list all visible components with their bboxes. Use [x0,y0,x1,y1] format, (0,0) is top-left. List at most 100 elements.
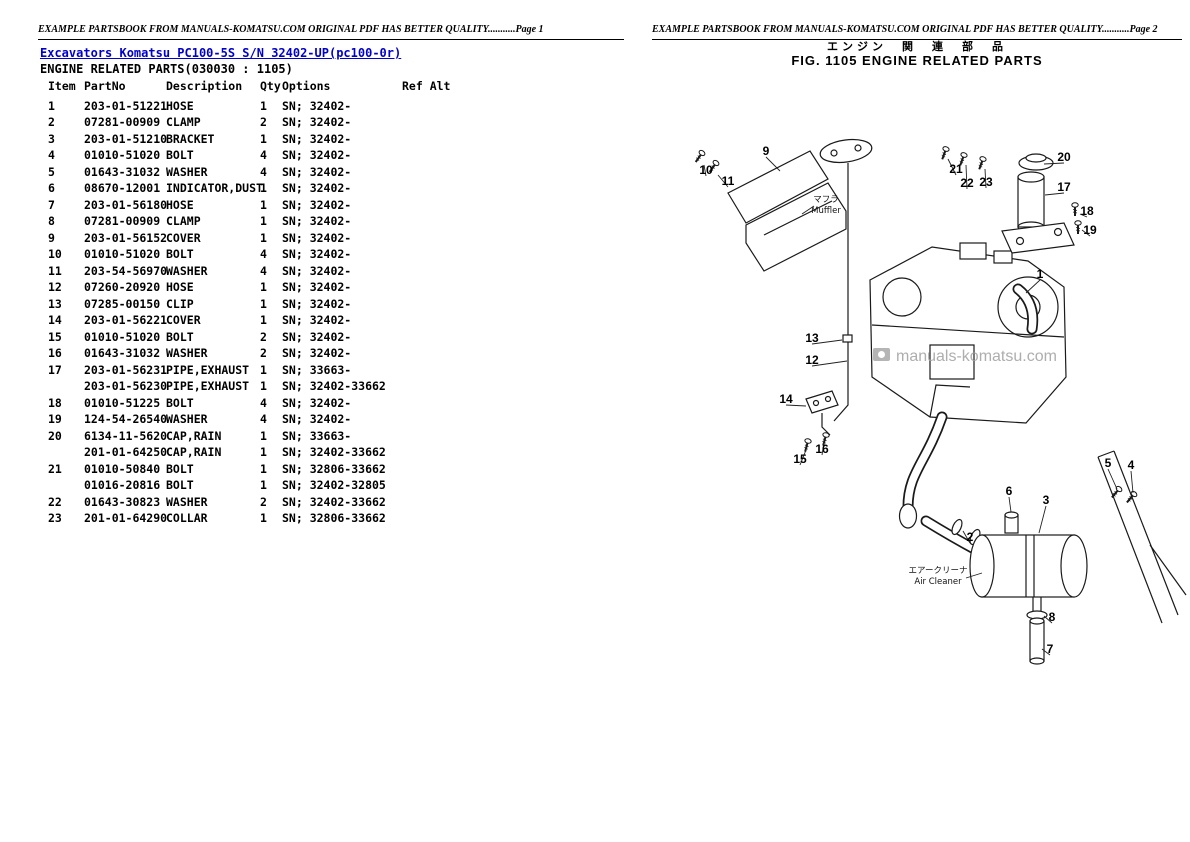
table-cell: BOLT [166,461,194,476]
table-cell: 17 [48,362,62,377]
table-cell: SN; 32402- [282,230,352,245]
table-cell: 07260-20920 [84,280,161,294]
table-cell: 4 [260,247,267,261]
callout-leader [1008,496,1012,513]
table-cell [402,396,462,413]
table-cell: SN; 32402-32805 [282,478,386,492]
table-cell [402,478,462,495]
callout-number: 21 [949,162,963,176]
table-cell: 07281-00909 [84,115,161,129]
column-header: PartNo [84,79,126,93]
callout-number: 1 [1037,267,1044,281]
table-cell: 01016-20816 [84,478,161,492]
table-cell: 1 [260,313,267,327]
table-cell: 1 [260,445,267,459]
table-cell [402,280,462,297]
table-cell: SN; 32402- [282,214,352,228]
table-cell: BRACKET [166,131,215,146]
table-cell: 01010-51225 [84,395,161,410]
table-cell: WASHER [166,412,208,426]
table-cell: SN; 32402- [282,181,352,195]
table-cell: CLIP [166,296,194,311]
table-cell: SN; 32402- [282,247,352,261]
table-cell: 203-01-56180 [84,197,168,212]
table-cell: 23 [48,511,62,525]
callout-leader [1044,192,1065,196]
callout-leader [984,168,987,189]
table-cell: BOLT [166,478,194,492]
table-cell: BOLT [166,329,194,344]
table-cell [402,462,462,479]
callout-leader [1025,279,1041,294]
callout-number: 18 [1080,204,1094,218]
callout-number: 20 [1057,150,1071,164]
air-cleaner [969,534,1088,598]
callout-leader [1079,213,1088,218]
table-cell: 1 [260,511,267,525]
table-cell: 203-01-51210 [84,131,168,146]
callout-leader [1043,162,1065,165]
table-cell [402,247,462,264]
callout-number: 9 [763,144,770,158]
table-cell [402,99,462,116]
table-cell [402,297,462,314]
table-cell: 203-01-56221 [84,313,168,327]
table-cell: 12 [48,280,62,294]
table-cell: 1 [260,280,267,294]
table-cell: PIPE,EXHAUST [166,362,250,377]
table-cell: 4 [48,148,55,162]
watermark-text: manuals-komatsu.com [896,348,1057,365]
table-cell: 201-01-64250 [84,445,168,459]
model-link[interactable]: Excavators Komatsu PC100-5S S/N 32402-UP… [40,46,402,60]
callout-number: 12 [805,353,819,367]
table-cell: 203-01-51221 [84,98,168,113]
table-cell: 5 [48,164,55,179]
table-cell: SN; 32402- [282,412,352,426]
table-cell: 08670-12001 [84,181,161,195]
table-cell: 8 [48,214,55,228]
table-cell: SN; 32402-33662 [282,379,386,393]
table-cell [402,346,462,363]
table-cell: 201-01-64290 [84,511,168,525]
table-cell: SN; 33663- [282,428,352,443]
table-cell: 01010-51020 [84,247,161,261]
fig-title: FIG. 1105 ENGINE RELATED PARTS [791,53,1043,68]
callout-leader [799,449,807,466]
callout-number: 19 [1083,223,1097,237]
table-cell: SN; 32806-33662 [282,461,386,476]
table-cell [402,115,462,132]
page1-page-label: Page 1 [515,24,544,35]
callout-leader [811,360,848,367]
callout-number: 3 [1043,493,1050,507]
page2-header-text: EXAMPLE PARTSBOOK FROM MANUALS-KOMATSU.C… [652,24,1130,35]
table-cell: 4 [260,148,267,162]
callout-leader [947,158,957,176]
column-header: Ref Alt [402,79,451,93]
watermark-icon-lens [878,351,885,358]
callout-number: 7 [1047,642,1054,656]
table-cell [402,214,462,231]
column-header: Description [166,79,243,93]
table-cell: WASHER [166,164,208,179]
table-cell: SN; 32402- [282,346,352,360]
callout-number: 4 [1128,458,1135,472]
callout-number: 10 [699,163,713,177]
table-cell: 01643-30823 [84,494,161,509]
table-cell: WASHER [166,494,208,509]
table-cell: HOSE [166,197,194,212]
watermark: manuals-komatsu.com [873,348,1057,365]
callout-leader [811,339,843,345]
table-cell: HOSE [166,280,194,294]
air-cleaner-label-leader [965,572,983,579]
table-cell: PIPE,EXHAUST [166,379,250,393]
table-cell: SN; 32402- [282,280,352,294]
table-cell: SN; 32402-33662 [282,445,386,459]
